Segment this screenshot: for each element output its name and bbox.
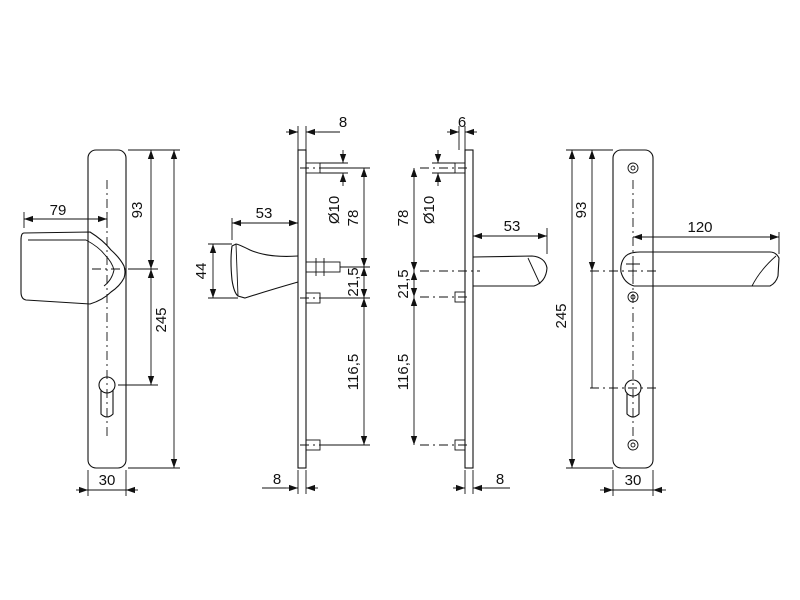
lever-side-profile xyxy=(472,255,548,287)
dim-8-top: 8 xyxy=(339,114,347,131)
dim-78: 78 xyxy=(395,210,412,227)
knob-outline xyxy=(20,231,126,305)
side-plate xyxy=(464,149,474,469)
view-front-knob: 79 93 245 30 xyxy=(20,149,180,496)
backplate xyxy=(612,149,654,469)
knob-side-profile xyxy=(230,243,299,299)
dim-116-5: 116,5 xyxy=(395,354,412,390)
dim-93: 93 xyxy=(129,202,146,219)
dim-116-5: 116,5 xyxy=(345,354,362,390)
dim-dia-10: Ø10 xyxy=(421,196,438,224)
spindle xyxy=(305,261,341,273)
dim-8-bottom: 8 xyxy=(496,471,504,488)
dim-120: 120 xyxy=(687,219,712,236)
screw-hole-bottom xyxy=(627,439,639,451)
dim-53: 53 xyxy=(256,205,273,222)
lever-handle xyxy=(620,251,780,287)
dim-21-5: 21,5 xyxy=(345,267,362,296)
dim-8-bottom: 8 xyxy=(273,471,281,488)
dim-79: 79 xyxy=(50,202,67,219)
knob-neck xyxy=(103,254,115,287)
view-front-lever: 93 245 120 30 xyxy=(553,149,780,496)
dim-245: 245 xyxy=(153,307,170,332)
screw-hole-top xyxy=(627,162,639,174)
view-side-lever: 6 Ø10 78 21,5 116,5 53 8 xyxy=(395,114,548,494)
dim-78: 78 xyxy=(345,210,362,227)
dim-53: 53 xyxy=(504,218,521,235)
knob-inner-contour xyxy=(28,239,106,256)
dim-44: 44 xyxy=(193,263,210,280)
backplate xyxy=(87,149,127,469)
dim-21-5: 21,5 xyxy=(395,269,412,298)
dim-6-top: 6 xyxy=(458,114,466,131)
side-plate xyxy=(297,149,307,469)
dim-30: 30 xyxy=(99,472,116,489)
dim-245: 245 xyxy=(553,303,570,328)
dim-dia-10: Ø10 xyxy=(326,196,343,224)
dim-30: 30 xyxy=(625,472,642,489)
dim-93: 93 xyxy=(573,202,590,219)
view-side-knob: 8 53 44 Ø10 78 21,5 116,5 8 xyxy=(193,114,370,494)
